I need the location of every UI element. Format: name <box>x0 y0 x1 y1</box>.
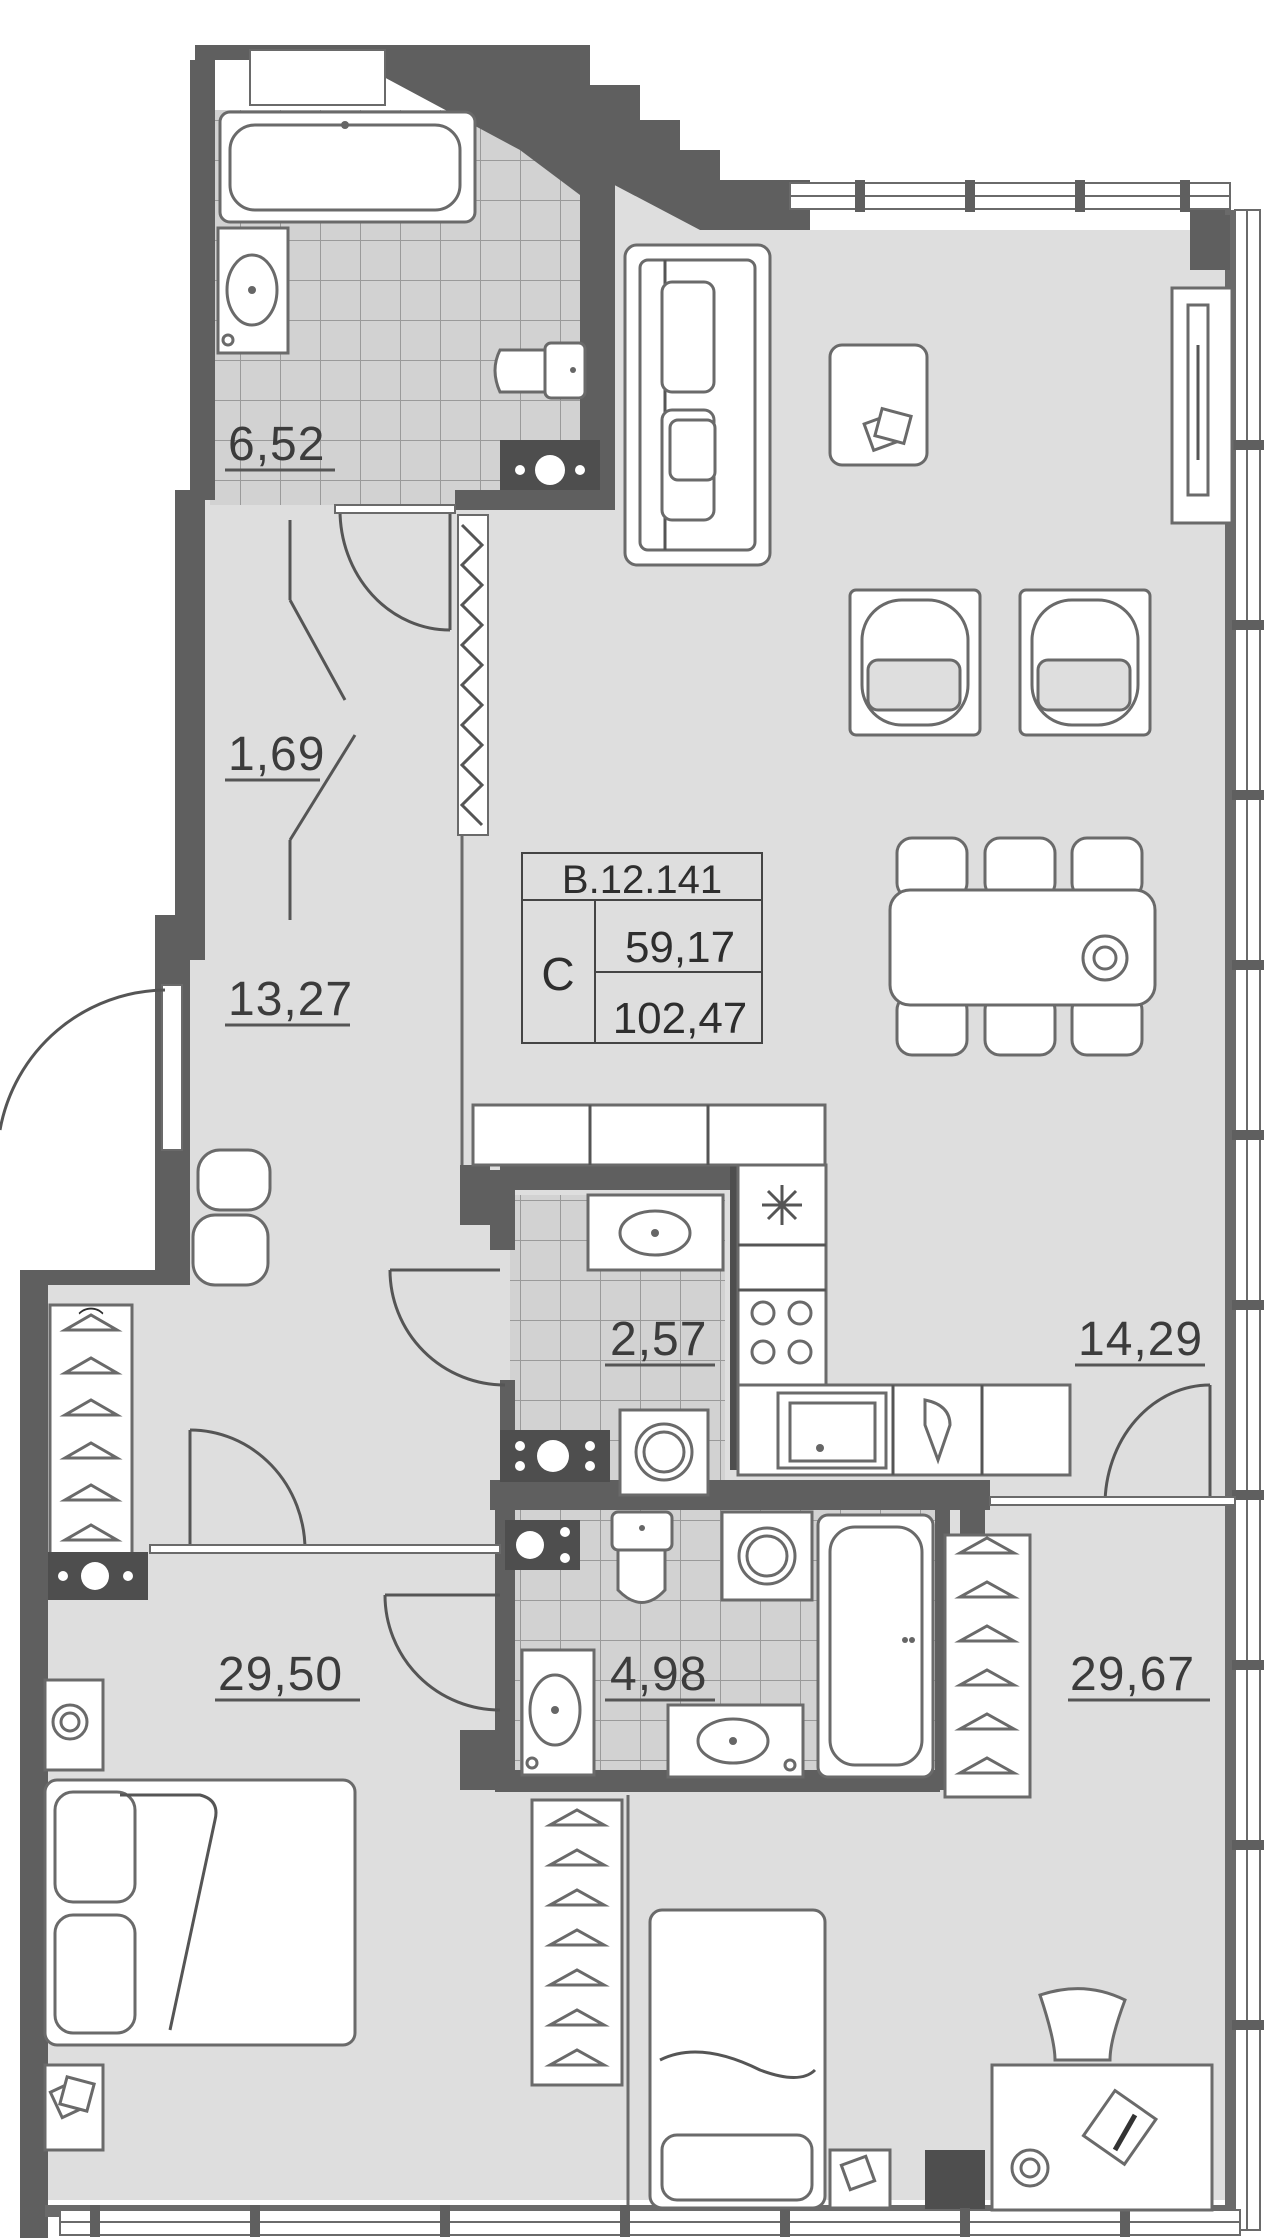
windows <box>59 49 1261 2236</box>
bathtub-icon <box>816 1513 935 1779</box>
drain-icon <box>48 1552 148 1600</box>
hanger-icons <box>544 1808 610 2067</box>
room-labels: 6,52 1,69 13,27 2,57 14,29 4,98 29,50 29… <box>215 418 1210 1702</box>
entrance-door-icon <box>0 984 183 1151</box>
bathroom-bottom-door-icon <box>383 1593 501 1712</box>
bedroom-left-door-icon <box>149 1428 501 1554</box>
exhaust-icon <box>762 1185 802 1225</box>
room-area-bedroom-right: 29,67 <box>1070 1648 1195 1701</box>
room-area-bathroom-bottom: 4,98 <box>610 1648 707 1701</box>
sink-icon <box>216 226 290 355</box>
wc-small-door-icon <box>388 1268 506 1387</box>
bed-icon <box>43 1778 357 2047</box>
column <box>925 2150 985 2208</box>
nightstand-icon <box>43 1678 105 1772</box>
toilet-icon <box>493 341 587 400</box>
apartment-code: B.12.141 <box>562 858 722 902</box>
room-area-kitchen-living: 14,29 <box>1078 1313 1203 1366</box>
stove-icon <box>750 1300 813 1365</box>
sofa-icon <box>623 243 772 567</box>
room-area-closet: 1,69 <box>228 728 325 781</box>
closet-door-icon <box>288 520 357 920</box>
faucet-icon <box>923 1398 952 1465</box>
armchair-icon <box>848 588 982 737</box>
washing-machine-icon <box>720 1510 814 1602</box>
window-mullions <box>90 180 1264 2237</box>
drain-icon <box>500 1430 610 1482</box>
kitchen-sink-icon <box>776 1391 888 1470</box>
sink-icon <box>520 1648 596 1777</box>
chair-icon <box>1038 1987 1127 2062</box>
room-area-bedroom-left: 29,50 <box>218 1648 343 1701</box>
sliding-door-icon <box>457 514 489 1165</box>
toilet-icon <box>610 1510 674 1604</box>
living-area: 59,17 <box>625 923 735 972</box>
washing-machine-icon <box>618 1408 710 1497</box>
drain-icon <box>505 448 595 488</box>
tv-unit-icon <box>1170 286 1234 525</box>
bathroom-top-door-icon <box>334 504 456 632</box>
dining-table-icon <box>888 836 1157 1057</box>
total-area: 102,47 <box>613 994 748 1043</box>
kitchen-counter <box>736 1163 1072 1477</box>
nightstand-icon <box>43 2063 105 2152</box>
hanger-icons <box>59 1313 123 1542</box>
sink-icon <box>586 1193 725 1272</box>
apartment-type: C <box>541 948 574 1000</box>
wardrobe-icon <box>943 1533 1032 1799</box>
nightstand-icon <box>828 2148 892 2210</box>
armchair-icon <box>1018 588 1152 737</box>
bedroom-right-door-icon <box>989 1383 1236 1506</box>
wardrobe-icon: ⌒ <box>48 1303 134 1557</box>
pouf-icon <box>191 1148 272 1287</box>
wardrobe-icon <box>530 1798 624 2087</box>
sink-icon <box>666 1703 805 1779</box>
drain-icon <box>505 1520 580 1570</box>
room-area-bathroom-top: 6,52 <box>228 418 325 471</box>
room-area-wc-small: 2,57 <box>610 1313 707 1366</box>
kitchen-upper-cabinets <box>471 1103 827 1167</box>
coffee-table-icon <box>828 343 929 467</box>
apartment-info-table: B.12.141 C 59,17 102,47 <box>521 852 763 1044</box>
bathtub-icon <box>218 110 477 224</box>
hanger-icons <box>954 1536 1020 1775</box>
bed-icon <box>648 1908 827 2210</box>
desk-icon <box>990 1987 1214 2212</box>
room-area-hall: 13,27 <box>228 973 353 1026</box>
